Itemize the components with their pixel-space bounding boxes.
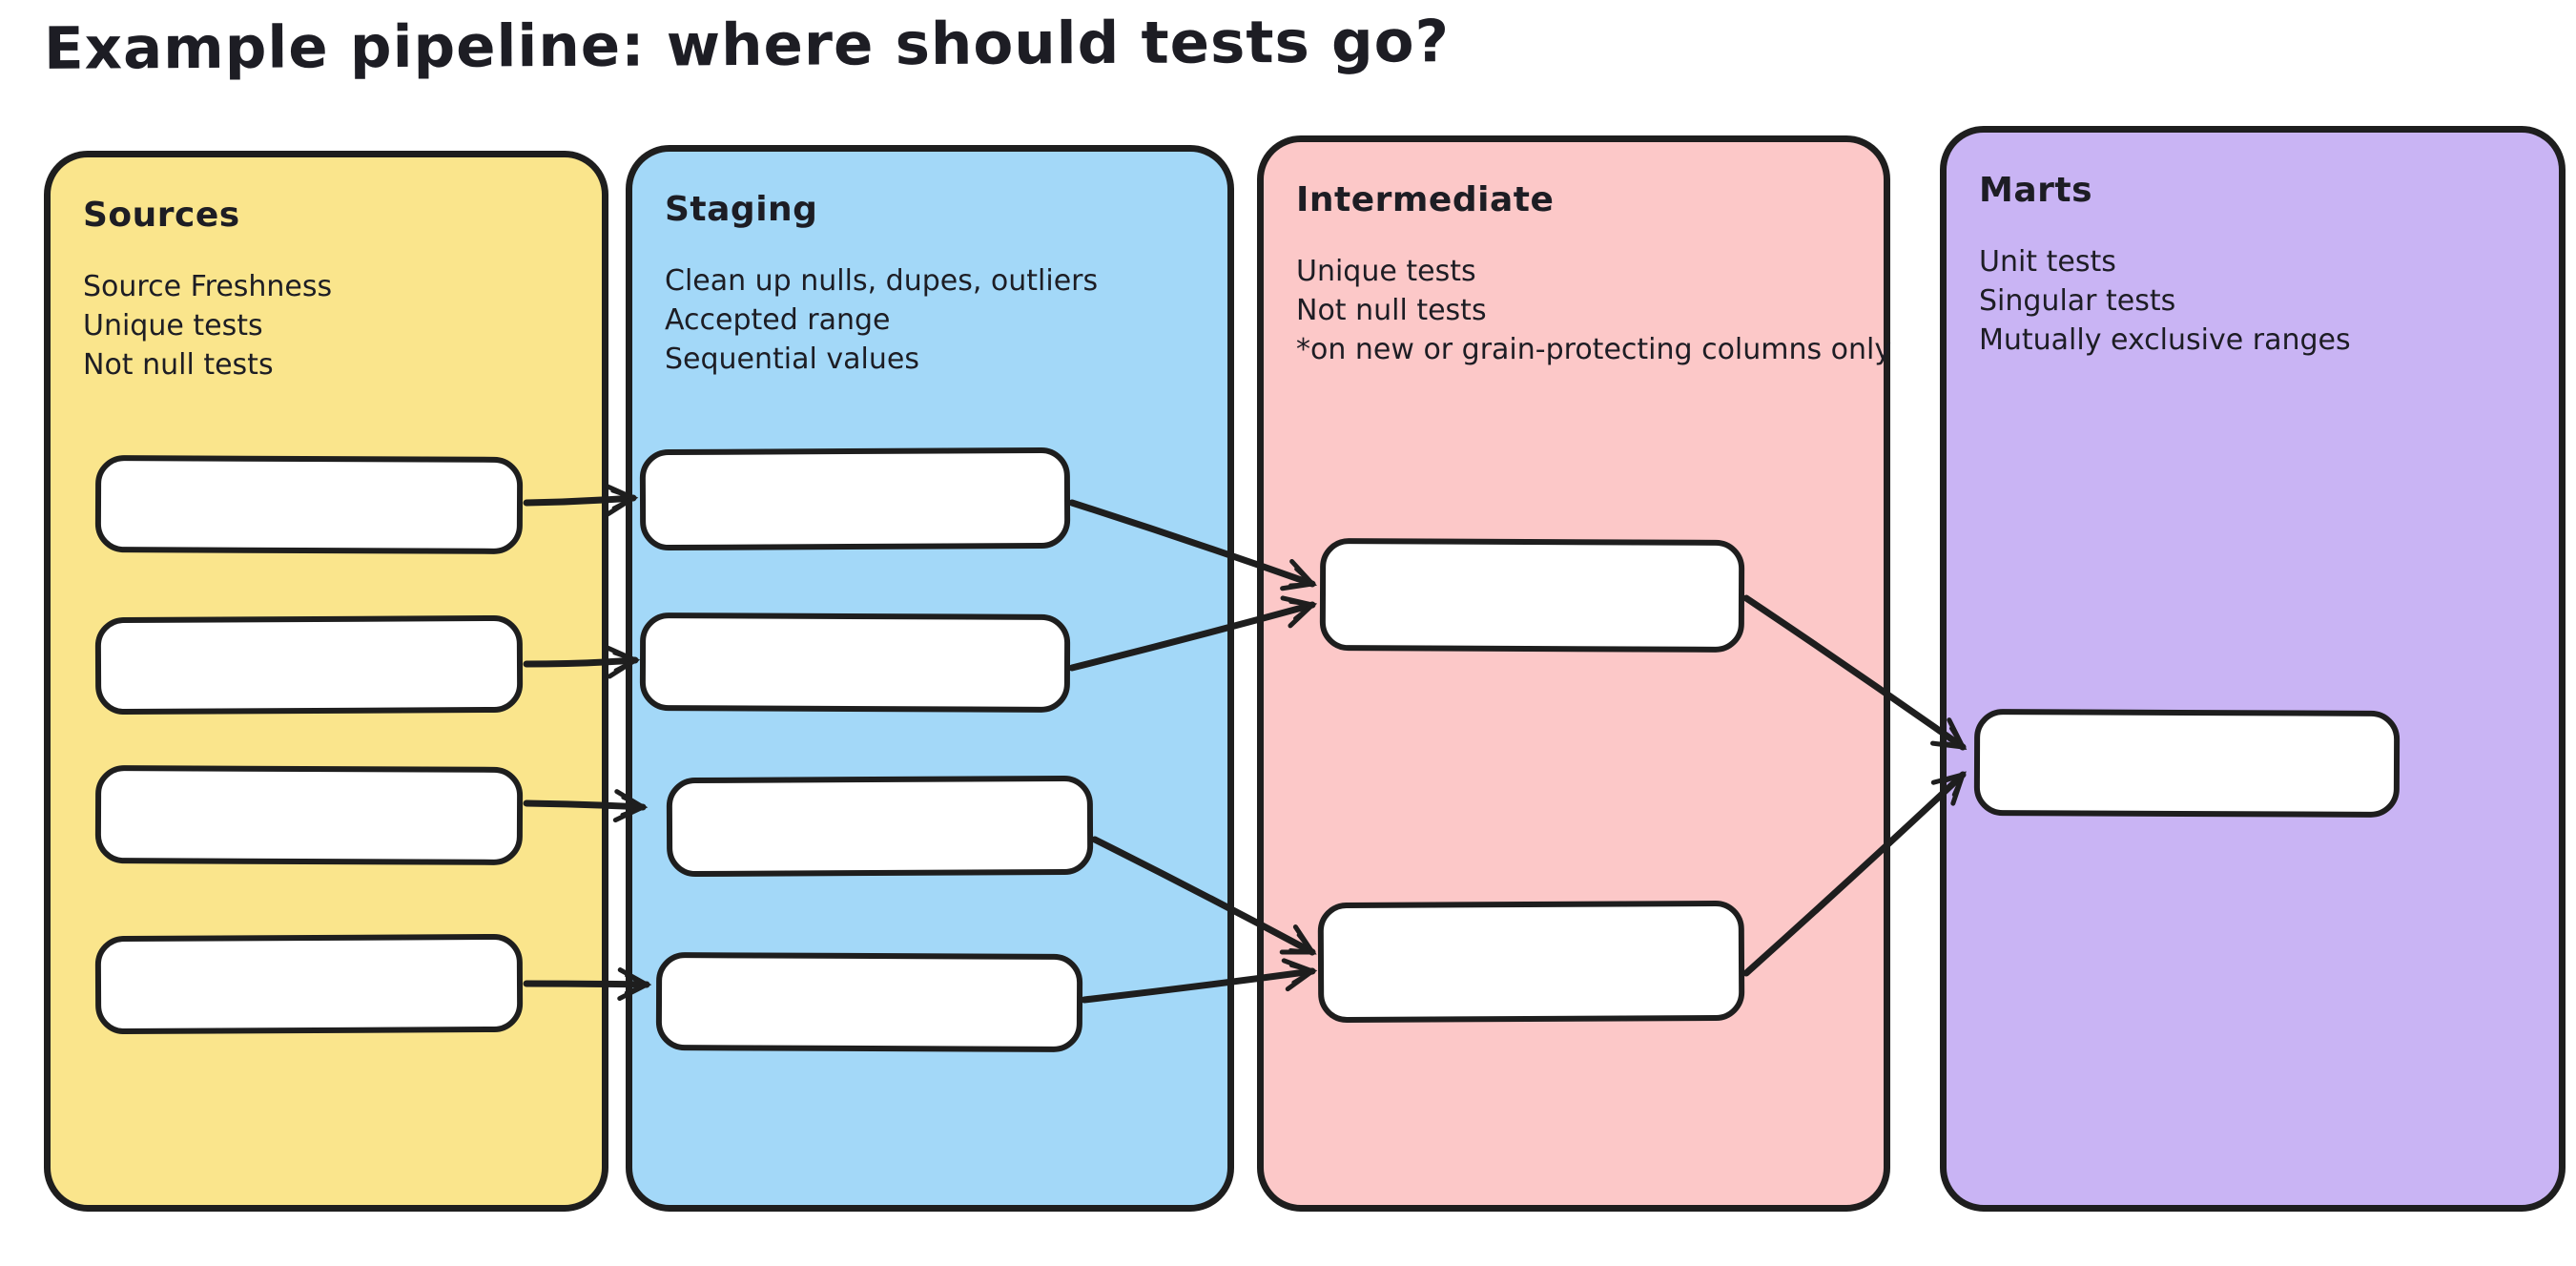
node-staging-4 [655, 952, 1083, 1052]
column-notes-intermediate: Unique tests Not null tests *on new or g… [1296, 252, 1892, 369]
column-intermediate: Intermediate Unique tests Not null tests… [1257, 135, 1892, 1212]
node-intermediate-1 [1319, 538, 1745, 653]
column-title-sources: Sources [83, 196, 240, 235]
note-line: Not null tests [83, 348, 274, 382]
node-staging-3 [666, 775, 1094, 878]
column-notes-marts: Unit tests Singular tests Mutually exclu… [1979, 242, 2526, 360]
node-source-1 [94, 455, 524, 554]
column-marts: Marts Unit tests Singular tests Mutually… [1940, 126, 2566, 1212]
column-notes-sources: Source Freshness Unique tests Not null t… [83, 267, 569, 384]
column-title-staging: Staging [665, 190, 818, 229]
node-source-4 [94, 933, 524, 1035]
note-line: Sequential values [665, 342, 919, 376]
note-line: Singular tests [1979, 284, 2176, 318]
node-source-3 [94, 765, 524, 865]
node-source-2 [94, 614, 524, 716]
note-line: Mutually exclusive ranges [1979, 323, 2351, 357]
node-mart-1 [1973, 709, 2401, 818]
note-line: *on new or grain-protecting columns only [1296, 333, 1892, 366]
note-line: Not null tests [1296, 294, 1487, 327]
note-line: Unit tests [1979, 245, 2116, 279]
note-line: Unique tests [1296, 255, 1476, 288]
node-staging-1 [639, 446, 1071, 551]
note-line: Clean up nulls, dupes, outliers [665, 264, 1099, 298]
node-staging-2 [639, 612, 1071, 713]
column-notes-staging: Clean up nulls, dupes, outliers Accepted… [665, 261, 1195, 379]
note-line: Unique tests [83, 309, 263, 342]
note-line: Accepted range [665, 303, 891, 337]
column-title-intermediate: Intermediate [1296, 180, 1555, 219]
node-intermediate-2 [1317, 900, 1745, 1024]
column-title-marts: Marts [1979, 171, 2093, 210]
note-line: Source Freshness [83, 270, 333, 303]
page-title: Example pipeline: where should tests go? [43, 8, 1451, 83]
